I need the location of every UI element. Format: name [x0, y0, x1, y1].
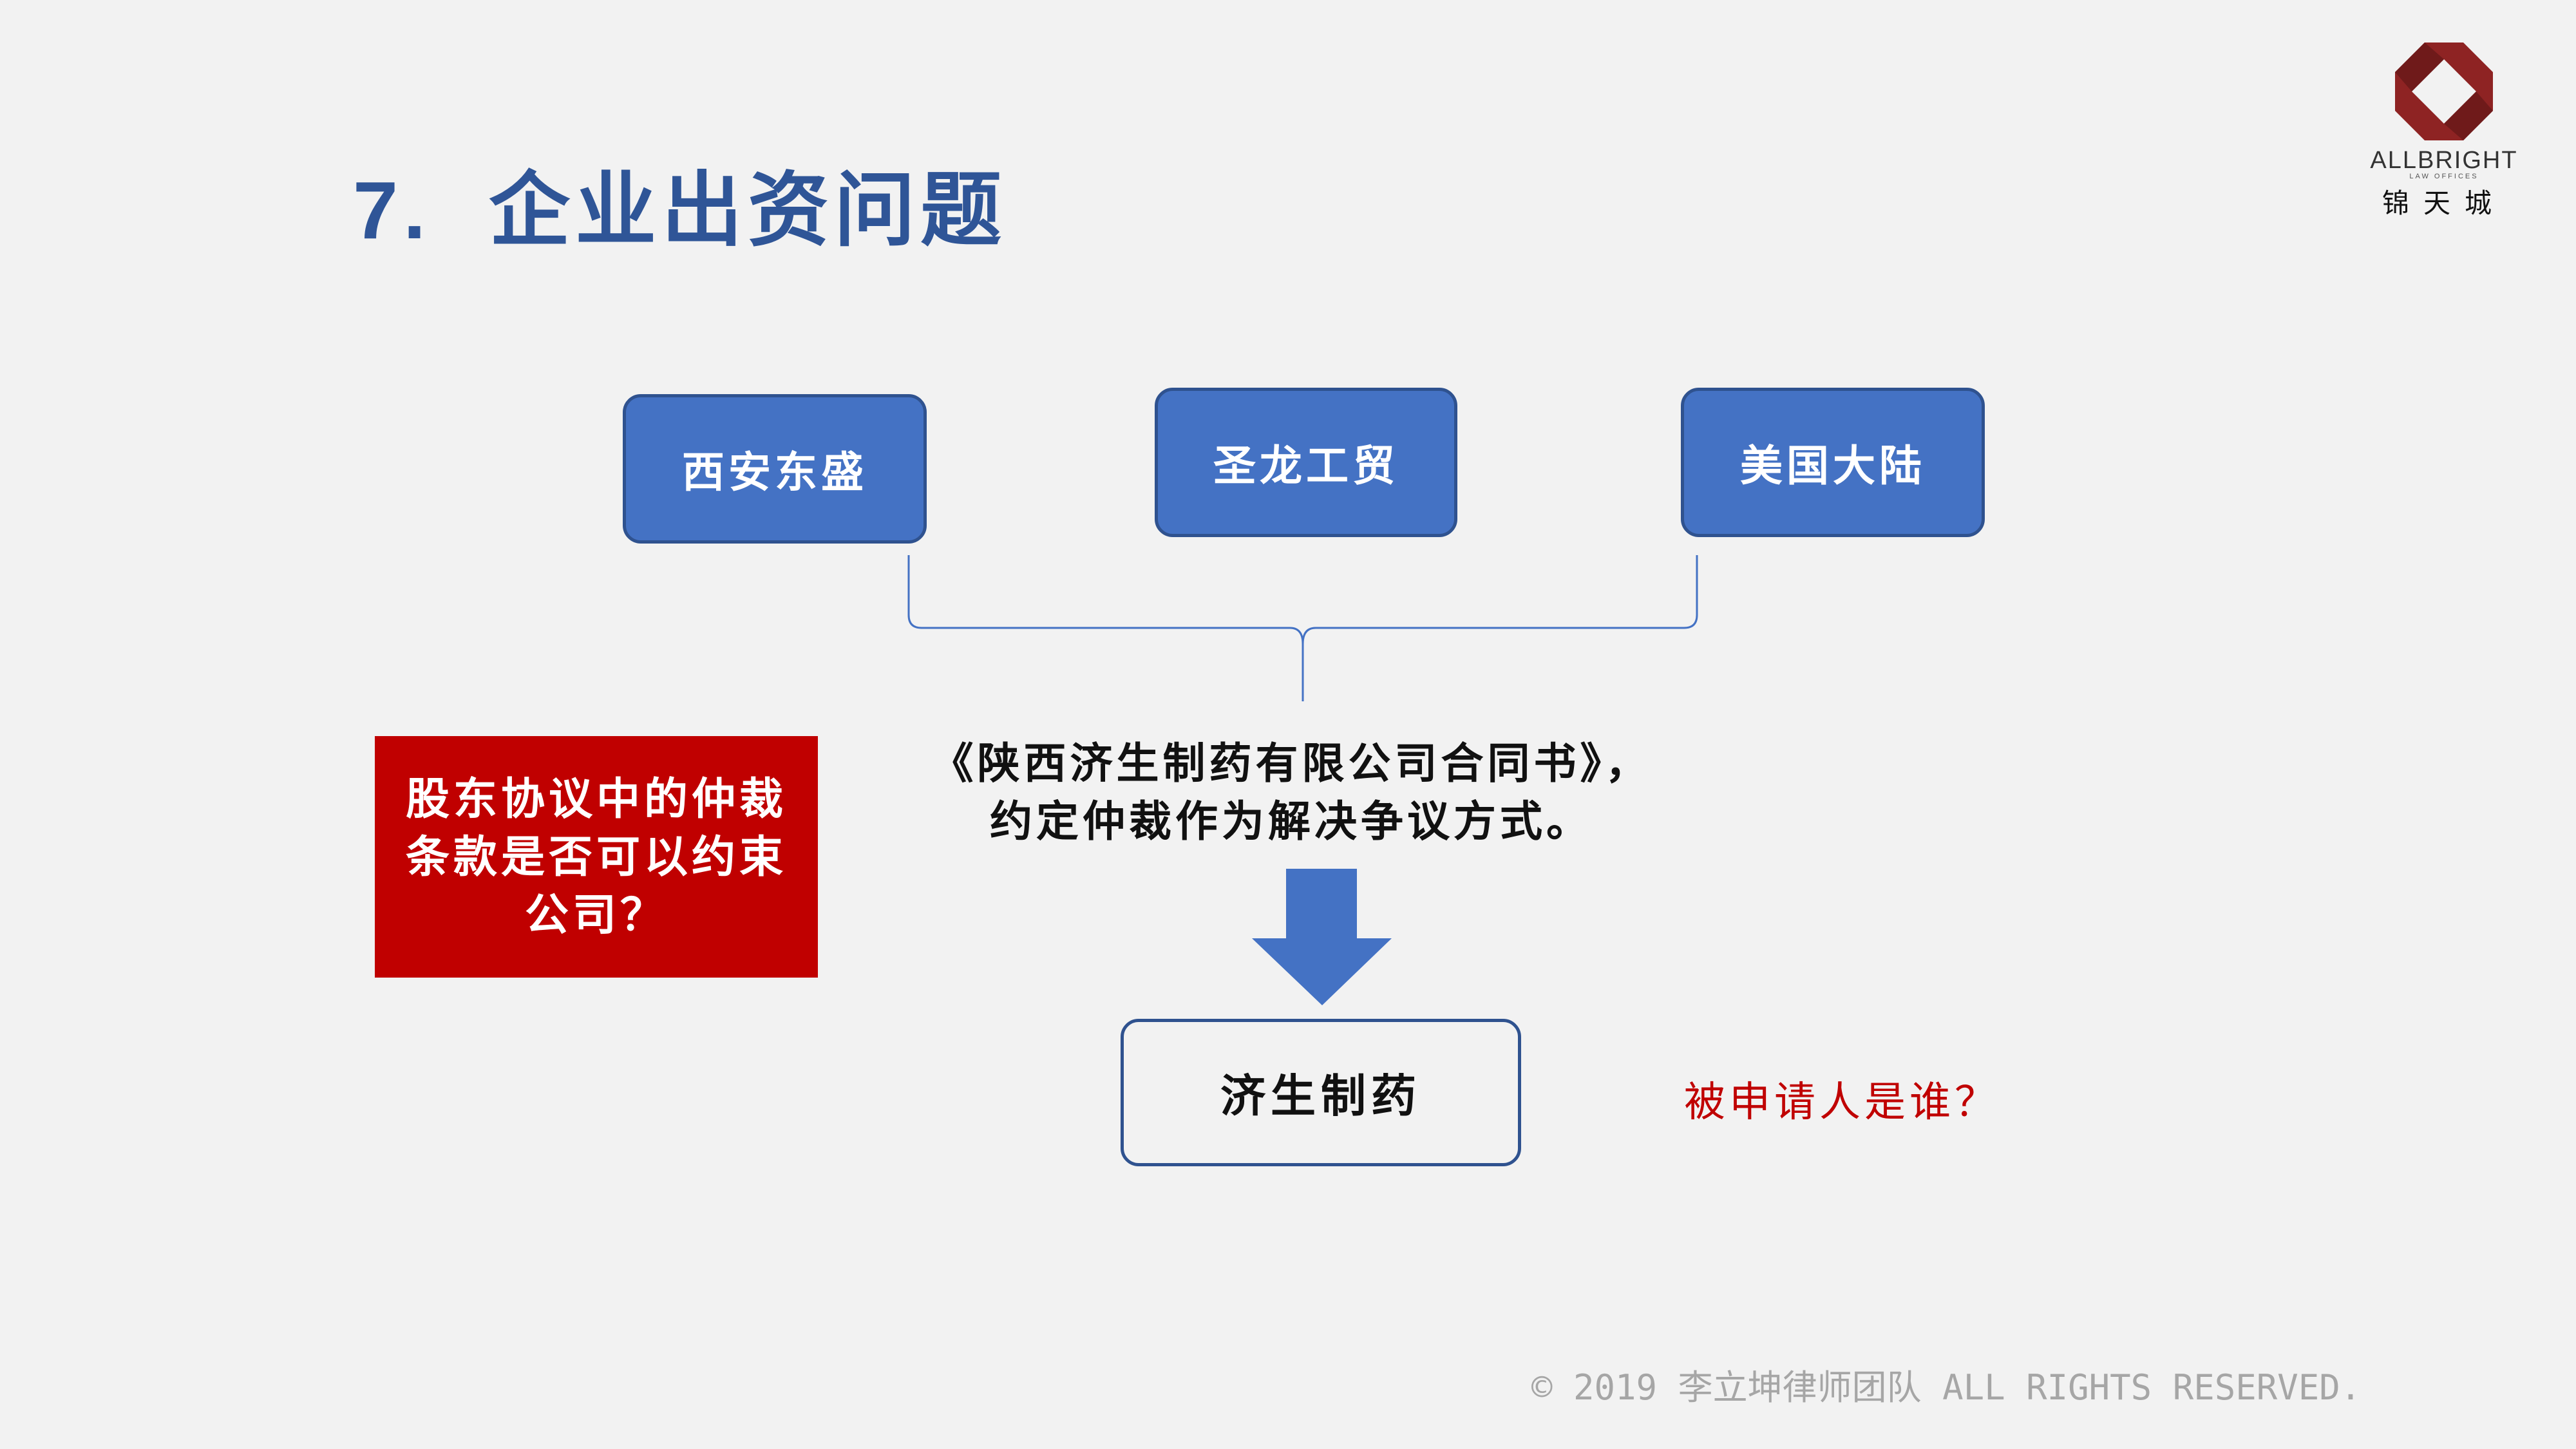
respondent-question: 被申请人是谁？ [1684, 1079, 2000, 1126]
contract-line-2: 约定仲裁作为解决争议方式。 [990, 796, 1593, 846]
slide-title: 7. 企业出资问题 [353, 145, 1007, 262]
logo-name: ALLBRIGHT [2370, 147, 2518, 174]
logo-mark-icon [2395, 43, 2493, 140]
logo-chinese: 锦天城 [2382, 187, 2506, 219]
logo-subtitle: LAW OFFICES [2409, 173, 2479, 180]
brace-connector [907, 555, 1698, 701]
title-number: 7. [353, 165, 431, 256]
target-company-box: 济生制药 [1121, 1019, 1521, 1166]
title-text: 企业出资问题 [489, 162, 1007, 258]
down-arrow [1252, 869, 1392, 1005]
question-box-text: 股东协议中的仲裁条款是否可以约束公司？ [405, 773, 787, 941]
footer-copyright: © 2019 李立坤律师团队 ALL RIGHTS RESERVED. [1531, 1367, 2362, 1408]
party-box-shenglong: 圣龙工贸 [1155, 388, 1457, 537]
contract-text: 《陕西济生制药有限公司合同书》， 约定仲裁作为解决争议方式。 [889, 734, 1694, 850]
contract-line-1: 《陕西济生制药有限公司合同书》， [931, 738, 1652, 788]
party-box-us-continental: 美国大陆 [1681, 388, 1985, 537]
question-box: 股东协议中的仲裁条款是否可以约束公司？ [375, 736, 818, 978]
party-box-xian-dongsheng: 西安东盛 [623, 394, 927, 544]
